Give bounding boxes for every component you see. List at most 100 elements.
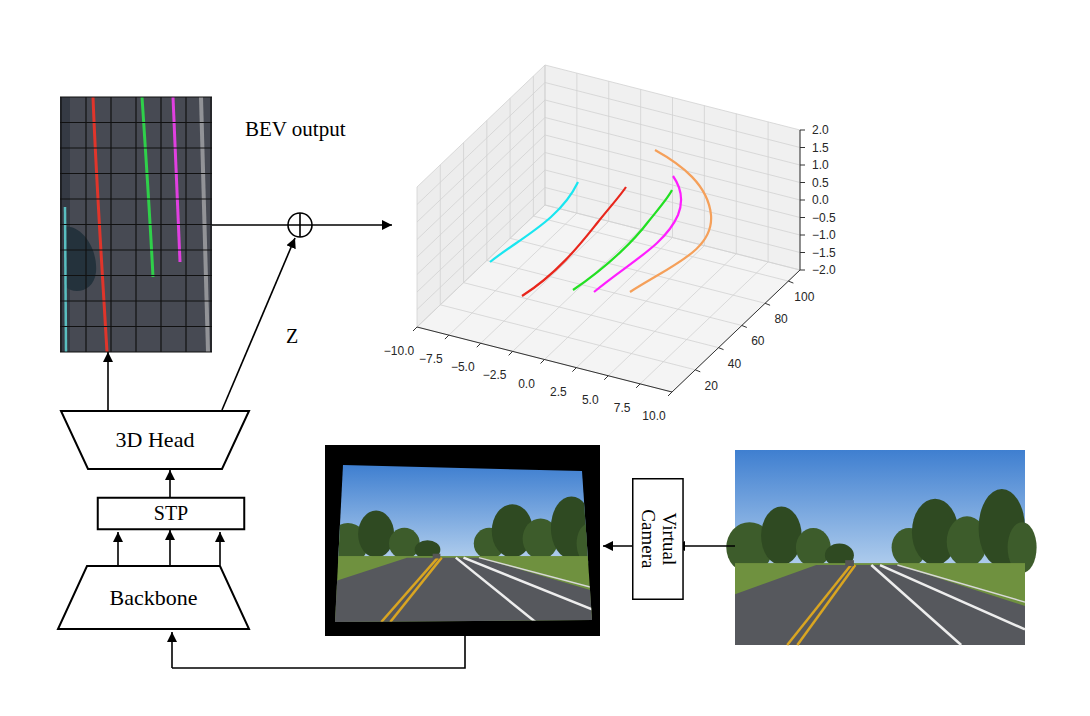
grid-line xyxy=(449,213,577,335)
process-box: STP xyxy=(97,497,245,530)
grid-line xyxy=(417,188,545,310)
yellow-line xyxy=(381,558,438,622)
axes xyxy=(413,130,805,396)
tick-mark xyxy=(509,351,513,355)
grid-line xyxy=(417,153,545,275)
white-line xyxy=(880,565,1025,629)
x-tick-label: 2.5 xyxy=(550,385,567,399)
y-tick-label: 100 xyxy=(794,290,814,304)
camera-photo xyxy=(726,450,1036,645)
grass xyxy=(335,556,592,622)
x-tick-label: −2.5 xyxy=(483,368,507,382)
grid-line xyxy=(545,153,800,218)
grid-line xyxy=(417,83,545,205)
tree xyxy=(358,511,394,558)
arrow-line xyxy=(222,238,295,410)
tick-mark xyxy=(636,384,640,388)
left-pane xyxy=(417,65,545,327)
grid-line xyxy=(545,65,800,130)
tree xyxy=(761,507,802,566)
sky xyxy=(335,465,592,562)
grid-line xyxy=(417,327,672,392)
grid-line xyxy=(672,270,800,392)
bev-lane xyxy=(173,97,180,262)
x-tick-label: −7.5 xyxy=(419,352,443,366)
z-tick-label: −0.5 xyxy=(812,211,836,225)
y-tick-label: 80 xyxy=(774,312,787,326)
bev-grid-line xyxy=(60,275,212,276)
tree xyxy=(389,528,420,559)
arrow-line xyxy=(675,545,735,547)
grid-line xyxy=(440,305,695,370)
z-tick-label: 1.5 xyxy=(812,141,829,155)
arrow-connector xyxy=(107,352,109,410)
road xyxy=(335,558,592,622)
lane-curve xyxy=(630,150,711,292)
bev-grid-line xyxy=(60,224,212,225)
tick-mark xyxy=(445,335,449,339)
tick-mark xyxy=(800,217,805,218)
y-axis xyxy=(672,270,800,392)
tick-mark xyxy=(604,376,608,380)
grid-line xyxy=(417,205,545,327)
grid-line xyxy=(417,65,545,187)
node-text: BEV output xyxy=(245,117,346,141)
bev-grid-line xyxy=(60,96,212,97)
arrow-line xyxy=(219,532,221,565)
tick-mark xyxy=(800,147,805,148)
sum-cross xyxy=(288,213,312,237)
grid-line xyxy=(545,238,673,360)
grid-line xyxy=(545,205,800,270)
grid-line xyxy=(417,135,545,257)
axis-label: Z xyxy=(286,325,298,348)
yellow-line xyxy=(787,565,851,645)
yellow-line xyxy=(797,565,855,645)
white-line xyxy=(456,558,536,622)
outline xyxy=(633,479,683,600)
z-tick-label: 0.0 xyxy=(812,193,829,207)
z-tick-label: −2.0 xyxy=(812,263,836,277)
grid-line xyxy=(481,221,609,343)
lane-curve xyxy=(594,176,681,292)
tree xyxy=(796,528,831,567)
tick-mark xyxy=(800,252,805,253)
grid-line xyxy=(545,188,800,253)
plot-3d xyxy=(413,65,805,396)
sky xyxy=(735,450,1025,571)
arrow-line xyxy=(312,224,392,226)
y-tick-label: 20 xyxy=(705,379,718,393)
bev-grid-line xyxy=(60,326,212,327)
bev-grid-line xyxy=(60,122,212,123)
node-text: STP xyxy=(154,502,188,525)
tick-mark xyxy=(765,303,770,305)
z-tick-label: 1.0 xyxy=(812,158,829,172)
arrow-connector xyxy=(169,470,171,497)
x-tick-label: 5.0 xyxy=(582,393,599,407)
grid-line xyxy=(417,170,545,292)
tick-mark xyxy=(800,235,805,236)
head-block: 3D Head xyxy=(60,410,250,470)
grid-line xyxy=(417,100,545,222)
tick-mark xyxy=(541,360,545,364)
tick-mark xyxy=(800,165,805,166)
bev-ground xyxy=(60,97,212,352)
node-text: Virtual Camera xyxy=(637,484,679,594)
warped-image xyxy=(327,465,602,622)
x-tick-label: 0.0 xyxy=(518,377,535,391)
lane-curve xyxy=(490,182,578,262)
tick-mark xyxy=(800,200,805,201)
bev-grid-line xyxy=(60,198,212,199)
node-text: Backbone xyxy=(110,585,198,610)
tick-mark xyxy=(800,270,805,271)
grid-line xyxy=(417,118,545,240)
grid-line xyxy=(545,118,800,183)
grid-line xyxy=(545,83,800,148)
x-axis xyxy=(417,327,672,392)
tick-mark xyxy=(800,182,805,183)
z-tick-label: −1.5 xyxy=(812,246,836,260)
x-tick-label: −10.0 xyxy=(384,344,414,358)
outline xyxy=(61,411,249,469)
grass xyxy=(735,563,1025,645)
tick-mark xyxy=(477,343,481,347)
arrow-connector xyxy=(169,530,171,565)
